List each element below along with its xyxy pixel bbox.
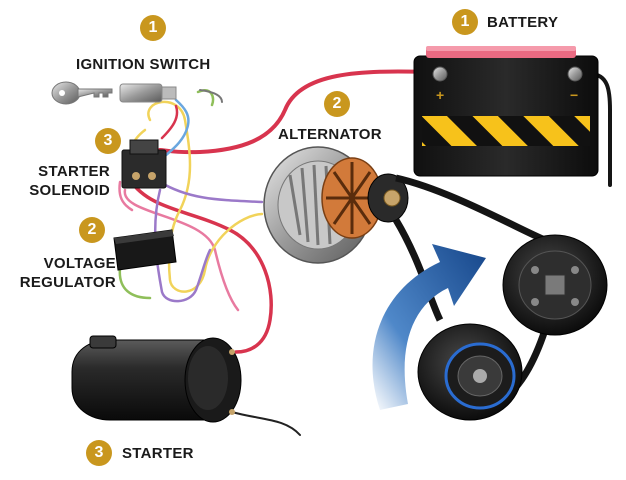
battery-positive-label: + [436,87,444,103]
crank-pulley [502,234,608,336]
battery-negative-label: − [570,87,578,103]
voltage-regulator-label-line1: VOLTAGE [43,255,116,272]
voltage-regulator-body [113,229,177,271]
starter-solenoid-body [121,139,167,189]
ignition-switch-label: IGNITION SWITCH [76,56,211,73]
voltage-regulator-label: VOLTAGE REGULATOR [4,254,116,292]
voltage-regulator-label-line2: REGULATOR [19,274,116,291]
wire-ignition-dark [199,89,223,103]
starter-number-badge: 3 [86,440,112,466]
wire-pink-solenoid [118,180,134,212]
ignition-key-icon [51,81,113,105]
alternator-number-badge: 2 [324,91,350,117]
wire-blue [163,98,190,158]
wire-pink [123,188,240,312]
starter-cable-red [128,178,273,354]
starter-motor-body [71,335,242,423]
wire-red-alt [160,104,179,140]
ignition-switch-body [119,83,177,103]
starter-ground-wire [231,411,301,436]
battery-label: BATTERY [487,14,559,31]
voltage-regulator-number-badge: 2 [79,217,105,243]
starter-label: STARTER [122,445,194,462]
starter-solenoid-label-line1: STARTER [38,163,110,180]
rotation-arrow-icon [372,244,486,410]
idler-pulley [417,323,523,421]
alternator-body [263,146,409,264]
battery-body [413,46,599,177]
starter-solenoid-label-line2: SOLENOID [29,182,110,199]
ignition-switch-number-badge: 1 [140,15,166,41]
alternator-label: ALTERNATOR [278,126,382,143]
starter-solenoid-number-badge: 3 [95,128,121,154]
battery-cable-red [158,69,432,155]
starter-solenoid-label: STARTER SOLENOID [10,162,110,200]
battery-number-badge: 1 [452,9,478,35]
